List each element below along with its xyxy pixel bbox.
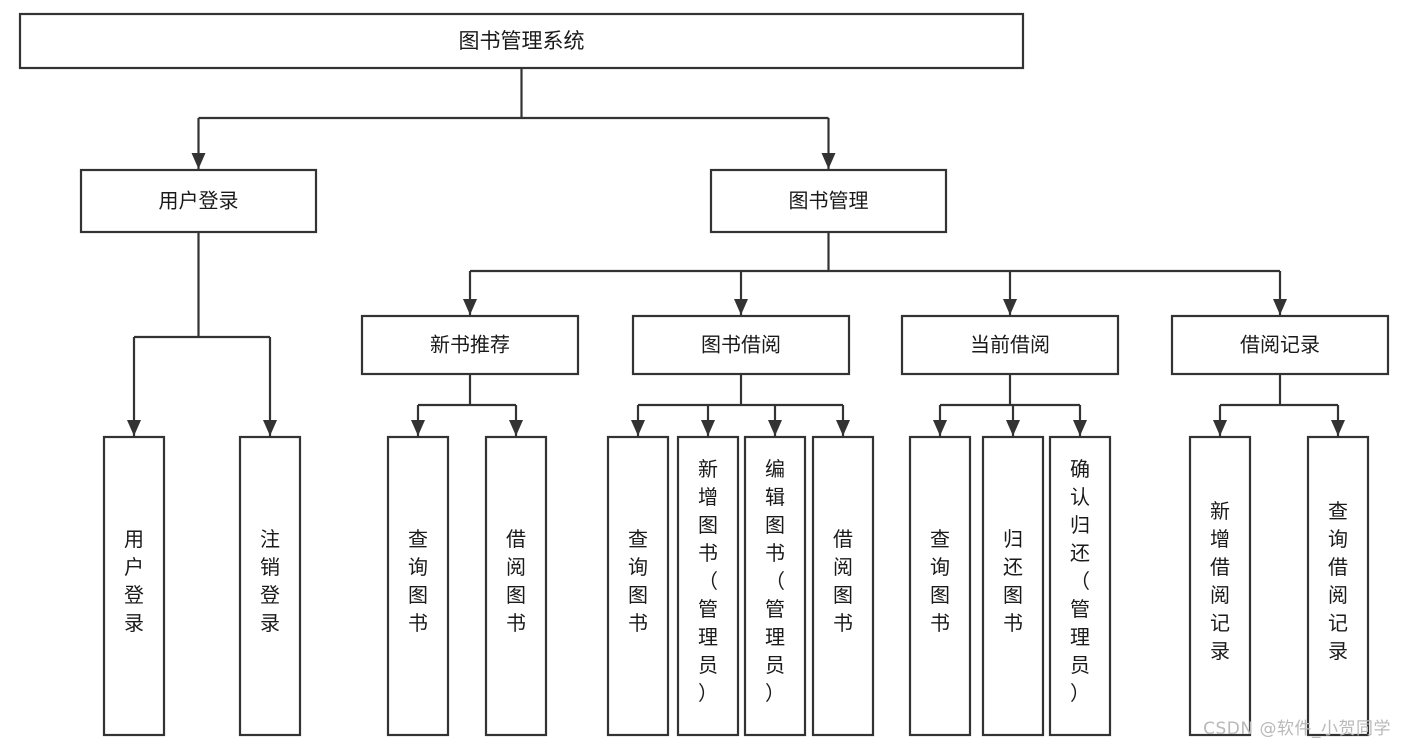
arrow-head-icon: [768, 420, 782, 436]
arrow-head-icon: [1003, 299, 1017, 315]
node-leaf-8-box[interactable]: [908, 435, 972, 737]
node-leaf-10[interactable]: 确认归还（管理员）: [1048, 435, 1112, 737]
arrow-head-icon: [1073, 420, 1087, 436]
node-level1-0[interactable]: 用户登录: [79, 168, 318, 234]
node-level1-1-box[interactable]: [709, 168, 948, 234]
arrow-head-icon: [191, 153, 206, 169]
node-leaf-5[interactable]: 新增图书（管理员）: [676, 435, 740, 737]
arrow-head-icon: [1331, 420, 1345, 436]
node-leaf-1-label: 注销登录: [260, 527, 280, 635]
node-leaf-8[interactable]: 查询图书: [908, 435, 972, 737]
node-root[interactable]: 图书管理系统: [18, 12, 1025, 70]
node-leaf-0-box[interactable]: [102, 435, 166, 737]
node-level2-3-box[interactable]: [1170, 314, 1390, 376]
node-level2-0-label: 新书推荐: [430, 333, 510, 357]
diagram-nodes-layer: 图书管理系统用户登录图书管理新书推荐图书借阅当前借阅借阅记录用户登录注销登录查询…: [18, 12, 1390, 737]
node-leaf-4-box[interactable]: [606, 435, 670, 737]
node-level2-2-box[interactable]: [900, 314, 1120, 376]
arrow-head-icon: [701, 420, 715, 436]
connector-lines-layer: [127, 68, 1345, 436]
node-leaf-2-box[interactable]: [386, 435, 450, 737]
arrow-head-icon: [933, 420, 947, 436]
arrow-head-icon: [631, 420, 645, 436]
node-level2-2-label: 当前借阅: [970, 333, 1050, 357]
node-level2-3-label: 借阅记录: [1240, 333, 1320, 357]
node-leaf-9-box[interactable]: [981, 435, 1045, 737]
node-level2-1-label: 图书借阅: [701, 333, 781, 357]
arrow-head-icon: [411, 420, 425, 436]
node-leaf-3-box[interactable]: [484, 435, 548, 737]
node-level1-1-label: 图书管理: [789, 189, 869, 213]
node-leaf-10-box[interactable]: [1048, 435, 1112, 737]
node-level2-2[interactable]: 当前借阅: [900, 314, 1120, 376]
arrow-head-icon: [509, 420, 523, 436]
node-leaf-1-box[interactable]: [238, 435, 302, 737]
node-leaf-6-box[interactable]: [743, 435, 807, 737]
arrow-head-icon: [734, 299, 748, 315]
node-leaf-4[interactable]: 查询图书: [606, 435, 670, 737]
node-level2-0[interactable]: 新书推荐: [360, 314, 580, 376]
arrow-head-icon: [821, 153, 836, 169]
node-leaf-1[interactable]: 注销登录: [238, 435, 302, 737]
node-level2-0-box[interactable]: [360, 314, 580, 376]
node-leaf-12-box[interactable]: [1306, 435, 1370, 737]
node-leaf-3-label: 借阅图书: [506, 527, 526, 635]
node-leaf-9-label: 归还图书: [1003, 527, 1023, 635]
node-level1-0-box[interactable]: [79, 168, 318, 234]
node-leaf-7-box[interactable]: [811, 435, 875, 737]
node-leaf-0-label: 用户登录: [124, 527, 144, 635]
node-root-label: 图书管理系统: [459, 29, 585, 53]
node-leaf-5-label: 新增图书（管理员）: [698, 457, 718, 705]
arrow-head-icon: [463, 299, 477, 315]
node-leaf-6-label: 编辑图书（管理员）: [765, 457, 785, 705]
node-leaf-7[interactable]: 借阅图书: [811, 435, 875, 737]
node-level1-1[interactable]: 图书管理: [709, 168, 948, 234]
arrow-head-icon: [127, 420, 141, 436]
arrow-head-icon: [263, 420, 277, 436]
node-leaf-0[interactable]: 用户登录: [102, 435, 166, 737]
node-level1-0-label: 用户登录: [159, 189, 239, 213]
node-leaf-10-label: 确认归还（管理员）: [1070, 457, 1090, 705]
node-leaf-11[interactable]: 新增借阅记录: [1188, 435, 1252, 737]
arrow-head-icon: [1273, 299, 1287, 315]
node-leaf-12[interactable]: 查询借阅记录: [1306, 435, 1370, 737]
node-leaf-7-label: 借阅图书: [833, 527, 853, 635]
node-leaf-11-box[interactable]: [1188, 435, 1252, 737]
node-level2-3[interactable]: 借阅记录: [1170, 314, 1390, 376]
node-leaf-2[interactable]: 查询图书: [386, 435, 450, 737]
node-root-box[interactable]: [18, 12, 1025, 70]
arrow-head-icon: [1213, 420, 1227, 436]
arrow-head-icon: [836, 420, 850, 436]
node-level2-1[interactable]: 图书借阅: [631, 314, 851, 376]
node-leaf-3[interactable]: 借阅图书: [484, 435, 548, 737]
node-leaf-8-label: 查询图书: [930, 527, 950, 635]
node-leaf-5-box[interactable]: [676, 435, 740, 737]
node-leaf-11-label: 新增借阅记录: [1210, 499, 1230, 663]
node-level2-1-box[interactable]: [631, 314, 851, 376]
node-leaf-2-label: 查询图书: [408, 527, 428, 635]
node-leaf-9[interactable]: 归还图书: [981, 435, 1045, 737]
node-leaf-12-label: 查询借阅记录: [1328, 499, 1348, 663]
node-leaf-4-label: 查询图书: [628, 527, 648, 635]
arrow-head-icon: [1006, 420, 1020, 436]
node-leaf-6[interactable]: 编辑图书（管理员）: [743, 435, 807, 737]
